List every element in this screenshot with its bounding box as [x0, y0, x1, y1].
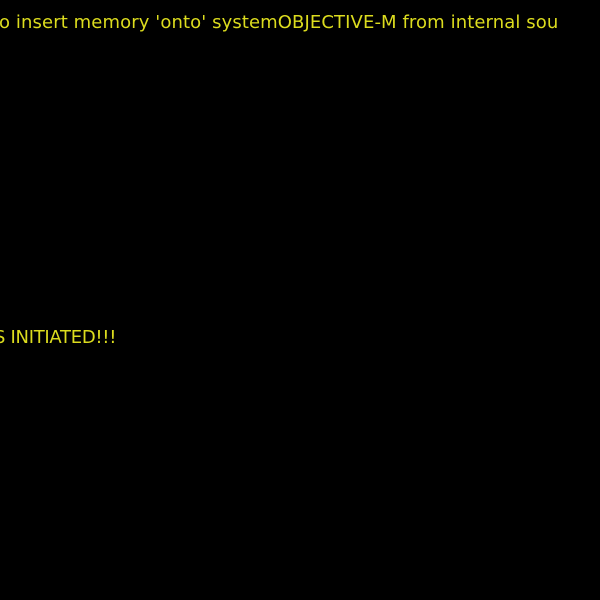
initiated-message-line: S INITIATED!!!	[0, 327, 117, 348]
status-message-line: o insert memory 'onto' systemOBJECTIVE-M…	[0, 12, 559, 33]
